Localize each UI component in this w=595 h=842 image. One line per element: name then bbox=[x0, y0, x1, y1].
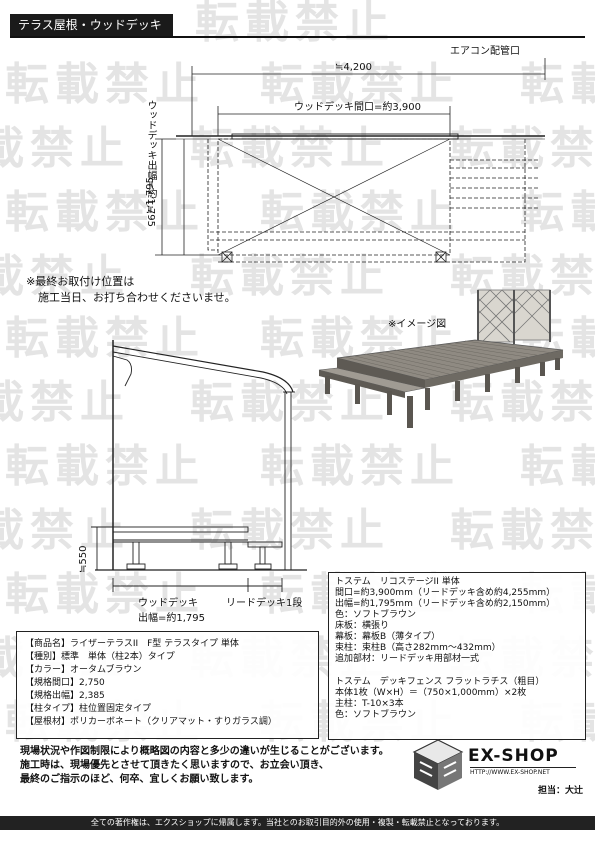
fence-spec-line: トステム デッキフェンス フラットラチス（粗目） bbox=[335, 677, 545, 687]
total-width-label: ≒4,200 bbox=[335, 62, 373, 73]
note-line-2: 施工当日、お打ち合わせくださいませ。 bbox=[38, 291, 236, 304]
logo-rule bbox=[470, 767, 576, 768]
deck-spec-line: 床板：横張り bbox=[335, 621, 390, 631]
product-spec-line: 【種別】標準 単体（柱2本）タイプ bbox=[25, 652, 175, 662]
image-note: ※イメージ図 bbox=[388, 319, 447, 330]
deck-spec-line: 間口=約3,900mm（リードデッキ含め約4,255mm） bbox=[335, 588, 556, 598]
height-label: ≒550 bbox=[78, 545, 89, 573]
section-drawing bbox=[91, 340, 307, 592]
fence-spec-line: 色：ソフトブラウン bbox=[335, 710, 417, 720]
bottom-note-line: 現場状況や作図制限により概略図の内容と多少の違いが生じることがございます。 bbox=[20, 746, 389, 757]
product-spec-line: 【商品名】ライザーテラスII F型 テラスタイプ 単体 bbox=[25, 639, 239, 649]
deck-width-label: ウッドデッキ間口=約3,900 bbox=[294, 102, 422, 113]
note-line-1: ※最終お取付け位置は bbox=[26, 275, 135, 288]
fence-spec-line: 主柱：T-10×3本 bbox=[335, 699, 404, 709]
bottom-note: 現場状況や作図制限により概略図の内容と多少の違いが生じることがございます。 施工… bbox=[20, 745, 389, 787]
deck-illustration bbox=[318, 289, 564, 428]
product-spec-line: 【規格間口】2,750 bbox=[25, 678, 105, 688]
section-depth-label: 出幅=約1,795 bbox=[138, 613, 206, 624]
bottom-note-line: 施工時は、現場優先とさせて頂きたく思いますので、お立会い頂き、 bbox=[20, 760, 329, 771]
deck-spec-line: 追加部材：リードデッキ用部材一式 bbox=[335, 654, 480, 664]
copyright-footer: 全ての著作権は、エクスショップに帰属します。当社とのお取引目的外の使用・複製・転… bbox=[0, 816, 595, 830]
watermark-text: 転載禁止 bbox=[450, 505, 595, 556]
product-spec-line: 【屋根材】ポリカーボネート（クリアマット・すりガラス調） bbox=[25, 717, 277, 727]
fence-spec-line: 本体1枚（W×H）＝（750×1,000mm）×2枚 bbox=[335, 688, 527, 698]
page-title: テラス屋根・ウッドデッキ bbox=[10, 14, 173, 36]
bottom-note-line: 最終のご指示のほど、何卒、宜しくお願い致します。 bbox=[20, 774, 259, 785]
deck-spec-box: トステム リコステージII 単体 間口=約3,900mm（リードデッキ含め約4,… bbox=[328, 572, 586, 740]
title-underline bbox=[10, 36, 585, 38]
product-spec-line: 【カラー】オータムブラウン bbox=[25, 665, 142, 675]
product-spec-box: 【商品名】ライザーテラスII F型 テラスタイプ 単体 【種別】標準 単体（柱2… bbox=[16, 631, 319, 739]
logo-url: HTTP://WWW.EX-SHOP.NET bbox=[470, 769, 550, 776]
section-lead-label: リードデッキ1段 bbox=[226, 598, 303, 609]
deck-spec-line: 色：ソフトブラウン bbox=[335, 610, 417, 620]
deck-depth-label: ウッドデッキ出幅=約1,795 bbox=[145, 100, 156, 228]
deck-spec-line: トステム リコステージII 単体 bbox=[335, 577, 460, 587]
product-spec-line: 【柱タイプ】柱位置固定タイプ bbox=[25, 704, 152, 714]
watermark-text: 転載禁止 bbox=[520, 441, 595, 492]
aircon-label: エアコン配管口 bbox=[450, 46, 520, 57]
deck-spec-line: 幕板：幕板B（薄タイプ） bbox=[335, 632, 441, 642]
deck-spec-line: 束柱：束柱B（高さ282mm～432mm） bbox=[335, 643, 501, 653]
deck-spec-line: 出幅=約1,795mm（リードデッキ含め約2,150mm） bbox=[335, 599, 556, 609]
plan-drawing bbox=[155, 58, 546, 263]
section-deck-label: ウッドデッキ bbox=[138, 598, 198, 609]
staff-label: 担当：大辻 bbox=[538, 786, 584, 796]
ex-shop-logo-icon bbox=[412, 739, 464, 790]
logo-name: EX-SHOP bbox=[468, 746, 559, 766]
roof-depth-label: ≒1,795 bbox=[145, 176, 156, 214]
product-spec-line: 【規格出幅】2,385 bbox=[25, 691, 105, 701]
